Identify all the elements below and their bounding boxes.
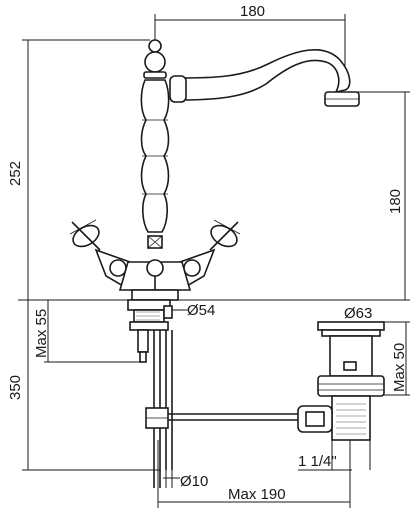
center-column <box>140 39 170 249</box>
dimension-labels: 180 252 180 Max 55 350 Ø54 Ø63 Max 50 1 … <box>7 3 408 503</box>
dim-rod-diameter: Ø10 <box>180 473 208 490</box>
dimension-lines <box>18 14 410 508</box>
dim-waste-diameter: Ø63 <box>344 305 372 322</box>
dim-spout-height: 180 <box>387 189 404 214</box>
dim-below-deck: 350 <box>7 375 24 400</box>
dim-total-height: 252 <box>7 161 24 186</box>
dim-base-diameter: Ø54 <box>187 302 215 319</box>
waste-assembly <box>297 321 385 470</box>
dim-max-reach: Max 190 <box>228 486 286 503</box>
dim-deck-thickness: Max 55 <box>33 309 50 358</box>
under-deck-assembly <box>127 299 310 488</box>
dim-waste-height: Max 50 <box>391 343 408 392</box>
dim-thread: 1 1/4" <box>298 453 337 470</box>
spout <box>169 49 360 107</box>
mixer-body <box>118 259 192 301</box>
dim-top-width: 180 <box>240 3 265 20</box>
